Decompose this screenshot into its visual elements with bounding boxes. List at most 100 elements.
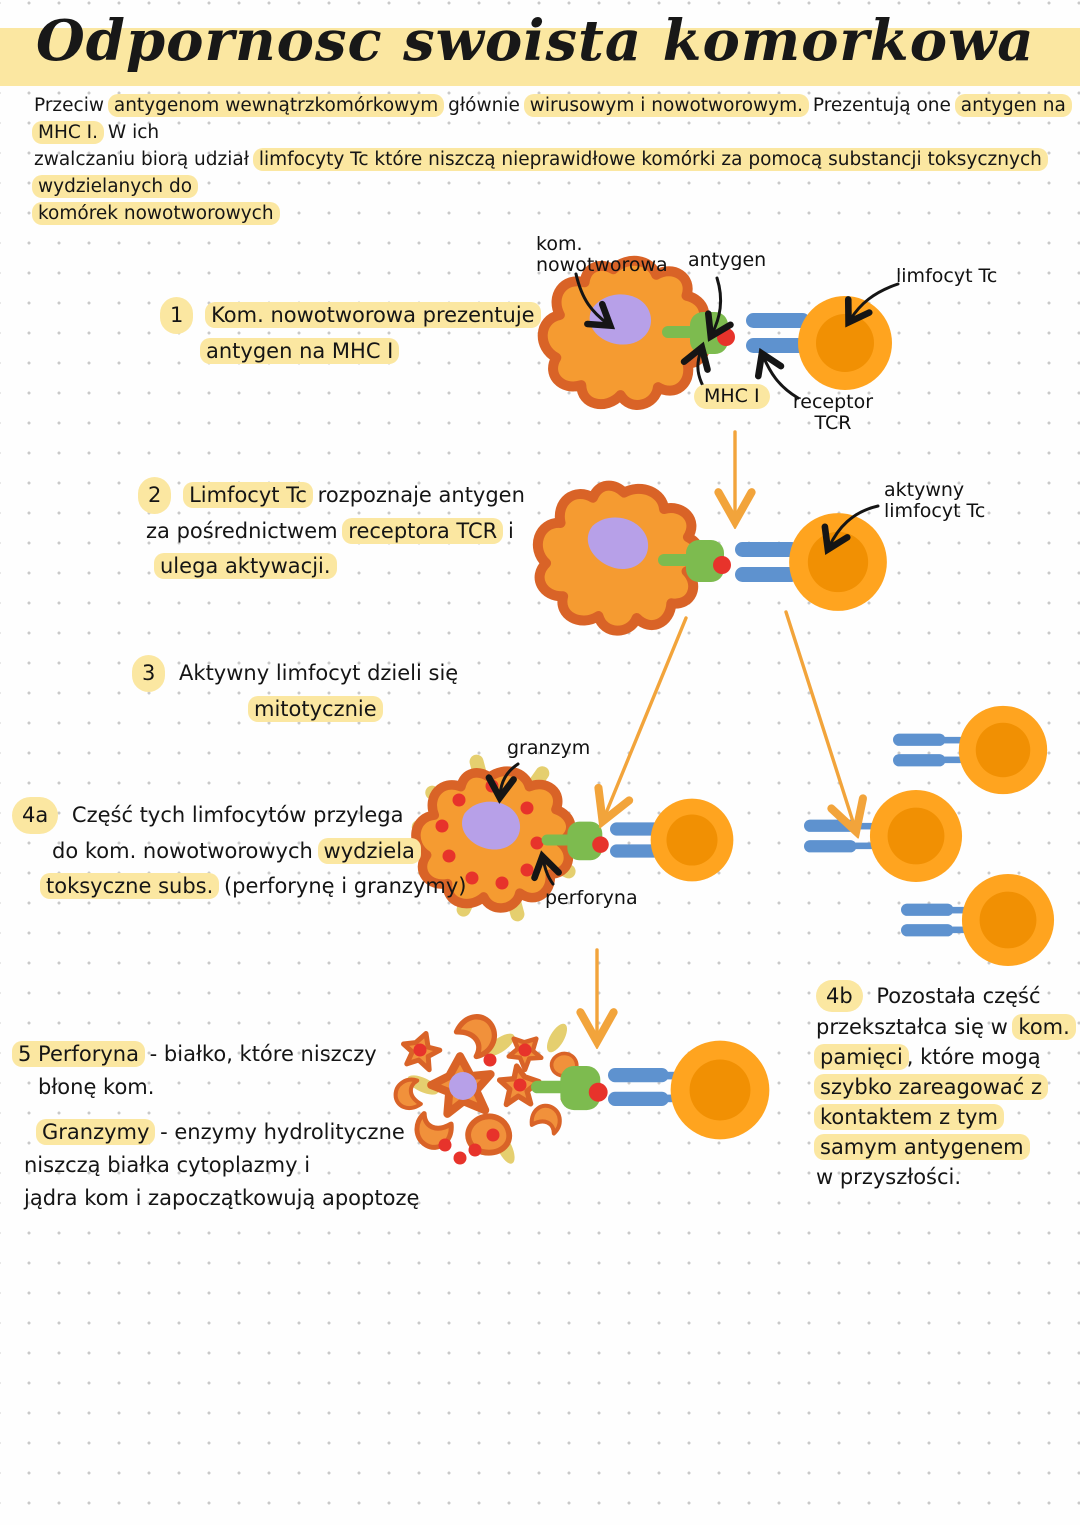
text-segment: kontaktem z tym: [814, 1104, 1004, 1130]
text-segment: Pozostała część: [869, 984, 1041, 1008]
text-segment: 5 Perforyna: [12, 1041, 145, 1067]
text-segment: antygenom wewnątrzkomórkowym: [107, 94, 445, 117]
step-3: 3 Aktywny limfocyt dzieli się mitotyczni…: [132, 655, 458, 727]
intro-line: komórek nowotworowych: [32, 200, 1070, 227]
step-line: pamięci, które mogą: [814, 1042, 1074, 1072]
text-segment: Kom. nowotworowa prezentuje: [205, 302, 541, 328]
lymphocyte-tc: [798, 296, 892, 390]
step-line: szybko zareagować z: [814, 1072, 1074, 1102]
step-1: 1 Kom. nowotworowa prezentuje antygen na…: [160, 297, 541, 369]
text-segment: Prezentują one: [807, 95, 957, 116]
granzyme-label: granzym: [507, 737, 591, 759]
intro-line: zwalczaniu biorą udział limfocyty Tc któ…: [32, 146, 1070, 200]
text-segment: W ich: [102, 122, 160, 143]
text-segment: komórek nowotworowych: [32, 202, 280, 225]
step-line: toksyczne subs. (perforynę i granzymy): [40, 869, 467, 904]
tcr-receptor: [804, 819, 873, 853]
mhc-molecule: [531, 1066, 608, 1111]
arrow-granzyme-label: [485, 762, 520, 804]
text-segment: w przyszłości.: [816, 1165, 962, 1189]
tumor-cell-label: kom. nowotworowa: [536, 233, 668, 276]
step-number: 4a: [12, 797, 59, 834]
flow-arrows: [597, 430, 855, 1038]
tcr-receptor: [735, 542, 819, 582]
step-line: samym antygenem: [814, 1132, 1074, 1162]
text-segment: pamięci: [814, 1044, 909, 1070]
arrow-mhc-label: [680, 341, 711, 388]
step-line: Granzymy - enzymy hydrolityczne: [36, 1116, 419, 1149]
text-segment: błonę kom.: [38, 1075, 155, 1099]
text-segment: receptora TCR: [342, 518, 504, 544]
text-segment: ulega aktywacji.: [154, 553, 337, 579]
text-segment: Limfocyt Tc: [183, 482, 313, 508]
step-4b: 4b Pozostała część przekształca się w ko…: [814, 980, 1076, 1192]
text-segment: toksyczne subs.: [40, 873, 220, 899]
text-segment: wydziela: [317, 838, 421, 864]
text-segment: głównie: [442, 95, 526, 116]
step-line: 5 Perforyna - białko, które niszczy: [12, 1038, 419, 1071]
page-title: Odpornosc swoista komorkowa: [36, 8, 1035, 74]
text-segment: Granzymy: [36, 1119, 156, 1145]
arrow-perforin-label: [531, 850, 562, 886]
mhc-molecule: [658, 540, 731, 582]
step-line: 3 Aktywny limfocyt dzieli się: [132, 655, 458, 692]
step-line: do kom. nowotworowych wydziela: [52, 834, 466, 869]
text-segment: samym antygenem: [814, 1134, 1030, 1160]
step-5: 5 Perforyna - białko, które niszczy błon…: [12, 1038, 420, 1215]
arrow-to-step4b: [784, 610, 855, 828]
mhc-label: MHC I: [694, 384, 770, 409]
intro-paragraph: Przeciw antygenom wewnątrzkomórkowym głó…: [32, 92, 1072, 227]
step-line: ulega aktywacji.: [154, 549, 525, 584]
antigen-label: antygen: [688, 249, 767, 271]
step-line: 4a Część tych limfocytów przylega: [12, 797, 466, 834]
step-number: 1: [160, 297, 194, 334]
arrow-active-label: [821, 504, 880, 555]
arrow-lymphocyte-label: [844, 282, 900, 328]
text-segment: zwalczaniu biorą udział: [34, 149, 255, 170]
tcr-receptor: [746, 313, 830, 353]
intro-line: Przeciw antygenom wewnątrzkomórkowym głó…: [32, 92, 1072, 146]
arrow-antigen-label: [705, 276, 734, 342]
text-segment: wirusowym i nowotworowym.: [523, 94, 809, 117]
title-highlight-band: [0, 28, 1080, 86]
text-segment: mitotycznie: [248, 696, 383, 722]
memory-cell: [961, 873, 1055, 967]
step-line: 2 Limfocyt Tc rozpoznaje antygen: [138, 477, 525, 514]
text-segment: - enzymy hydrolityczne: [153, 1120, 405, 1144]
text-segment: (perforynę i granzymy): [217, 874, 467, 898]
text-segment: antygen na MHC I: [200, 338, 400, 364]
text-segment: - białko, które niszczy: [143, 1042, 377, 1066]
lymphocyte-tc: [650, 798, 734, 882]
text-segment: przekształca się w: [816, 1015, 1015, 1039]
tcr-receptor: [608, 1068, 688, 1106]
step-number: 3: [132, 655, 166, 692]
step-line: kontaktem z tym: [814, 1102, 1074, 1132]
step-line: za pośrednictwem receptora TCR i: [146, 514, 525, 549]
arrow-to-step4a: [604, 616, 688, 818]
tcr-receptor: [901, 903, 970, 937]
step-line: w przyszłości.: [816, 1162, 1074, 1192]
memory-cell: [869, 789, 963, 883]
perforin-label: perforyna: [545, 887, 638, 909]
text-segment: rozpoznaje antygen: [310, 483, 525, 507]
destroyed-tumor-cell: [396, 1010, 579, 1165]
text-segment: i: [501, 519, 514, 543]
label-arrows: [485, 272, 900, 886]
tcr-receptor-label: receptor TCR: [792, 391, 874, 434]
step-line: 4b Pozostała część: [816, 980, 1074, 1012]
step-2: 2 Limfocyt Tc rozpoznaje antygen za pośr…: [138, 477, 525, 584]
text-segment: Przeciw: [34, 95, 110, 116]
memory-cell: [958, 705, 1048, 795]
tumor-cell: [536, 254, 713, 414]
text-segment: jądra kom i zapoczątkowują apoptozę: [24, 1186, 420, 1210]
text-segment: za pośrednictwem: [146, 519, 345, 543]
text-segment: szybko zareagować z: [814, 1074, 1048, 1100]
mhc-molecule: [662, 312, 735, 354]
step-line: niszczą białka cytoplazmy i: [24, 1149, 419, 1182]
step-line: antygen na MHC I: [200, 334, 539, 369]
step-line: 1 Kom. nowotworowa prezentuje: [160, 297, 541, 334]
step-4a: 4a Część tych limfocytów przylega do kom…: [12, 797, 466, 904]
step-number: 2: [138, 477, 172, 514]
